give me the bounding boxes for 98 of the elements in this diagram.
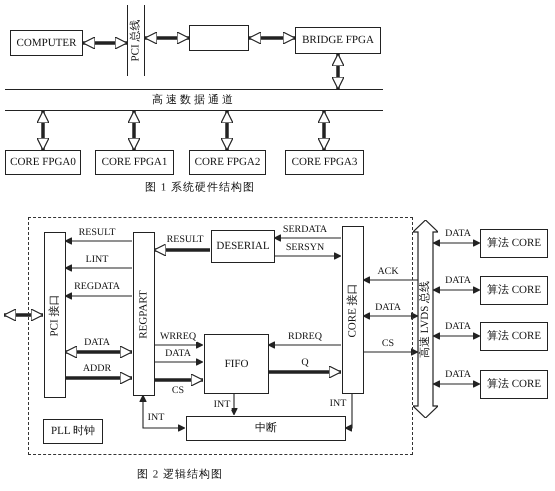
arrow <box>154 373 204 387</box>
process-box <box>189 25 249 51</box>
arrow <box>139 394 186 432</box>
figure-caption: 图 1 系统硬件结构图 <box>145 180 255 194</box>
node-label: 算法 CORE <box>486 379 542 390</box>
node-label: BRIDGE FPGA <box>302 35 374 46</box>
node-label: CORE FPGA2 <box>194 157 260 168</box>
edge-label: DATA <box>83 338 111 348</box>
node-label: 高速数据通道 <box>152 94 236 106</box>
process-box <box>204 334 269 394</box>
node-label: REGPART <box>138 290 150 338</box>
process-box <box>211 230 275 263</box>
edge-label: DATA <box>164 349 192 359</box>
edge-label: CS <box>380 339 396 349</box>
process-box <box>480 229 548 258</box>
arrow <box>344 393 353 432</box>
arrow <box>317 110 331 151</box>
arrow <box>64 292 132 300</box>
arrow <box>144 31 190 45</box>
edge-label: INT <box>212 400 232 410</box>
node-label: CORE FPGA1 <box>102 157 168 168</box>
arrow <box>432 332 480 340</box>
edge-label: RESULT <box>166 235 204 245</box>
arrow <box>127 110 141 151</box>
node-label: COMPUTER <box>16 38 76 48</box>
edge-label: INT <box>328 399 348 409</box>
arrow <box>64 237 132 245</box>
edge-label: DATA <box>444 322 472 332</box>
process-box <box>186 416 346 441</box>
process-box <box>342 226 364 394</box>
figure-caption: 图 2 逻辑结构图 <box>137 468 223 482</box>
node-label: CORE FPGA0 <box>10 157 76 168</box>
arrow <box>65 371 133 385</box>
process-box <box>285 150 364 175</box>
edge-label: INT <box>146 413 166 423</box>
process-box <box>43 419 103 444</box>
process-box <box>10 30 83 56</box>
process-box <box>480 322 548 351</box>
arrow <box>64 345 133 359</box>
node-label: PCI 接口 <box>50 294 60 336</box>
process-box <box>95 150 174 175</box>
edge-label: DATA <box>444 276 472 286</box>
arrow <box>154 358 204 366</box>
arrow <box>36 110 50 151</box>
node-label: PLL 时钟 <box>51 426 95 437</box>
process-box <box>480 370 548 399</box>
process-box <box>44 232 66 398</box>
node-label: 算法 CORE <box>486 331 542 342</box>
arrow <box>362 276 418 284</box>
edge-label: RESULT <box>78 228 116 238</box>
arrow <box>363 348 418 356</box>
edge-label: LINT <box>84 255 110 265</box>
node-label: 算法 CORE <box>486 238 542 249</box>
edge-label: DATA <box>444 229 472 239</box>
bus-bar <box>127 5 145 76</box>
process-box <box>5 150 81 175</box>
arrow <box>268 341 341 349</box>
edge-label: ADDR <box>82 364 112 374</box>
arrow <box>432 286 480 294</box>
edge-label: WRREQ <box>158 332 198 342</box>
node-label: CORE 接口 <box>348 282 358 338</box>
process-box <box>295 27 381 54</box>
node-label: CORE FPGA3 <box>292 157 358 168</box>
edge-label: Q <box>300 358 310 368</box>
io-arrow <box>3 308 44 322</box>
arrow <box>432 380 480 388</box>
node-label: FIFO <box>224 358 248 370</box>
edge-label: ACK <box>376 267 400 277</box>
process-box <box>480 276 548 305</box>
node-label: 高速 LVDS 总线 <box>420 280 431 358</box>
arrow <box>331 53 345 90</box>
process-box <box>189 150 266 175</box>
arrow <box>274 234 341 242</box>
edge-label: DATA <box>444 370 472 380</box>
edge-label: SERDATA <box>282 225 328 235</box>
node-label: DESERIAL <box>216 241 270 252</box>
arrow <box>248 31 296 45</box>
arrow <box>230 393 238 416</box>
arrow <box>362 312 418 320</box>
node-label: PCI 总线 <box>130 20 142 62</box>
arrow <box>153 243 210 257</box>
arrow <box>432 239 480 247</box>
arrow <box>274 252 342 260</box>
arrow <box>268 365 342 379</box>
process-box <box>133 232 155 396</box>
arrow <box>82 36 128 50</box>
edge-label: REGDATA <box>73 282 121 292</box>
arrow <box>154 341 204 349</box>
edge-label: SERSYN <box>284 243 326 253</box>
arrow <box>64 264 132 272</box>
node-label: 算法 CORE <box>486 285 542 296</box>
bus-band <box>5 89 383 111</box>
node-label: 中断 <box>255 423 277 434</box>
bus-arrow <box>413 220 438 418</box>
edge-label: CS <box>170 386 186 396</box>
edge-label: DATA <box>374 303 402 313</box>
edge-label: RDREQ <box>287 332 323 342</box>
arrow <box>220 110 234 151</box>
